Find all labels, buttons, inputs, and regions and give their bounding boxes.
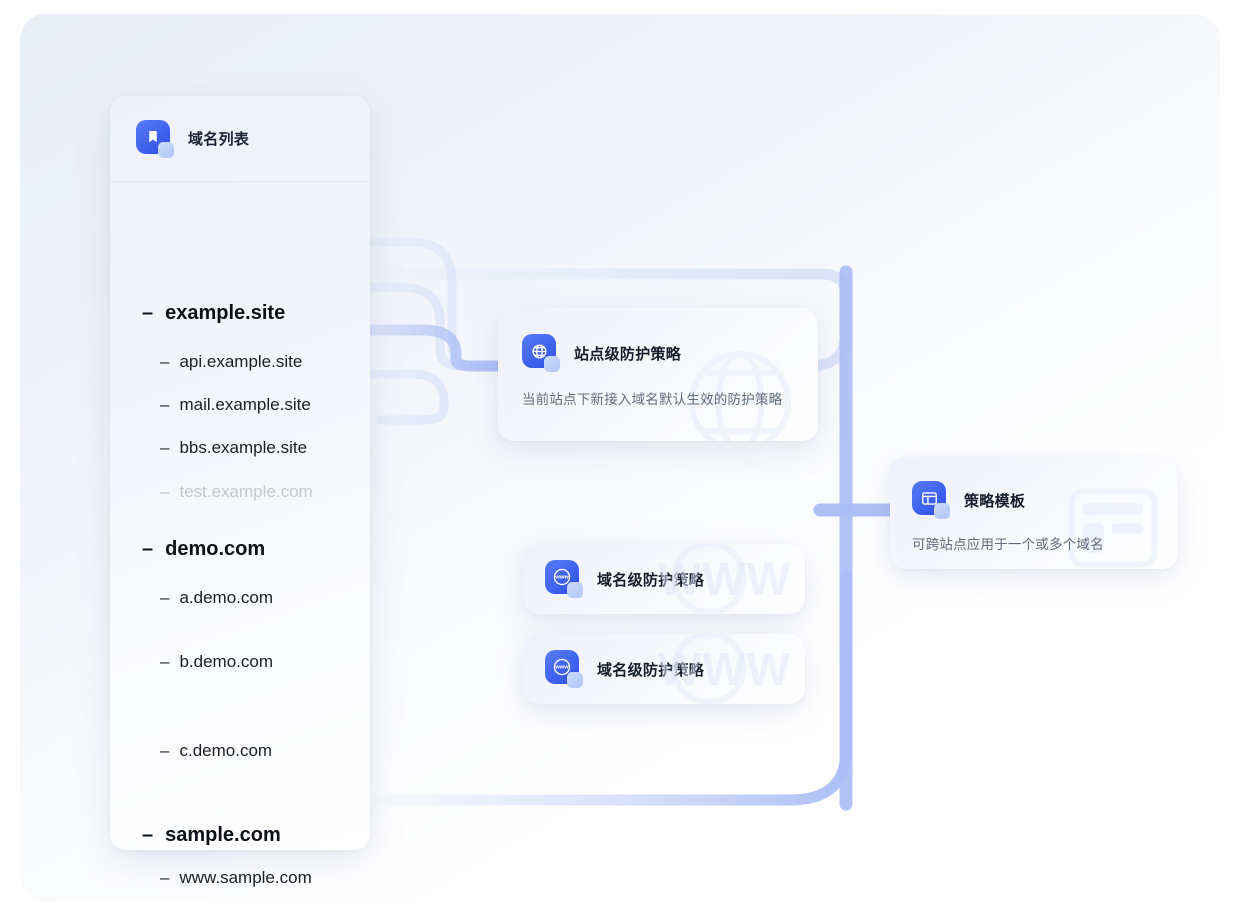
domain-item-label: test.example.com: [179, 482, 313, 501]
diagram-frame: 域名列表 – example.site – api.example.site –…: [20, 14, 1220, 902]
list-dash: –: [160, 588, 170, 607]
domain-group-sample-com[interactable]: – sample.com: [142, 824, 281, 847]
list-dash: –: [160, 395, 170, 414]
domain-item-b-demo-com[interactable]: – b.demo.com: [160, 652, 273, 672]
list-dash: –: [160, 652, 170, 671]
list-dash: –: [160, 741, 170, 760]
domain-list-header: 域名列表: [110, 96, 370, 182]
list-dash: –: [142, 302, 154, 324]
domain-group-label: example.site: [165, 302, 286, 324]
domain-policy-title: 域名级防护策略: [597, 661, 705, 679]
site-policy-header: 站点级防护策略: [522, 334, 794, 372]
list-dash: –: [142, 538, 154, 560]
domain-item-label: api.example.site: [179, 352, 303, 371]
domain-item-test-example-com[interactable]: – test.example.com: [160, 482, 313, 502]
domain-group-example-site[interactable]: – example.site: [142, 302, 285, 325]
domain-item-www-sample-com[interactable]: – www.sample.com: [160, 868, 312, 888]
bookmark-icon: [136, 119, 174, 158]
list-dash: –: [160, 482, 170, 501]
svg-text:www: www: [554, 664, 569, 670]
domain-item-bbs-example-site[interactable]: – bbs.example.site: [160, 438, 307, 458]
site-policy-description: 当前站点下新接入域名默认生效的防护策略: [522, 392, 783, 407]
www-icon: www: [545, 650, 583, 688]
domain-item-label: bbs.example.site: [179, 438, 308, 457]
domain-item-label: c.demo.com: [179, 741, 273, 760]
site-policy-card[interactable]: 站点级防护策略 当前站点下新接入域名默认生效的防护策略: [498, 308, 818, 441]
site-policy-title: 站点级防护策略: [574, 345, 682, 363]
policy-template-title: 策略模板: [964, 492, 1026, 510]
template-icon: [912, 481, 950, 519]
domain-list-title: 域名列表: [188, 131, 250, 148]
domain-item-mail-example-site[interactable]: – mail.example.site: [160, 395, 311, 415]
domain-group-demo-com[interactable]: – demo.com: [142, 538, 265, 561]
domain-list-panel: 域名列表 – example.site – api.example.site –…: [110, 96, 370, 887]
domain-item-api-example-site[interactable]: – api.example.site: [160, 352, 302, 372]
www-icon: www: [545, 560, 583, 598]
globe-icon: [522, 334, 560, 372]
domain-item-label: mail.example.site: [179, 395, 311, 414]
domain-group-label: demo.com: [165, 538, 266, 560]
policy-template-header: 策略模板: [912, 481, 1156, 519]
domain-item-label: www.sample.com: [179, 868, 312, 887]
connector-lines: [264, 237, 907, 811]
domain-policy-card-1[interactable]: WWW www 域名级防护策略: [523, 544, 805, 614]
domain-item-label: b.demo.com: [179, 652, 274, 671]
list-dash: –: [160, 438, 170, 457]
domain-item-a-demo-com[interactable]: – a.demo.com: [160, 588, 273, 608]
domain-item-label: a.demo.com: [179, 588, 274, 607]
list-dash: –: [160, 352, 170, 371]
policy-template-description: 可跨站点应用于一个或多个域名: [912, 537, 1104, 552]
domain-item-c-demo-com[interactable]: – c.demo.com: [160, 741, 272, 761]
svg-text:www: www: [554, 574, 569, 580]
list-dash: –: [142, 824, 154, 846]
domain-policy-title: 域名级防护策略: [597, 571, 705, 589]
domain-group-label: sample.com: [165, 824, 281, 846]
policy-template-card[interactable]: 策略模板 可跨站点应用于一个或多个域名: [890, 457, 1178, 569]
domain-policy-card-2[interactable]: WWW www 域名级防护策略: [523, 634, 805, 704]
list-dash: –: [160, 868, 170, 887]
